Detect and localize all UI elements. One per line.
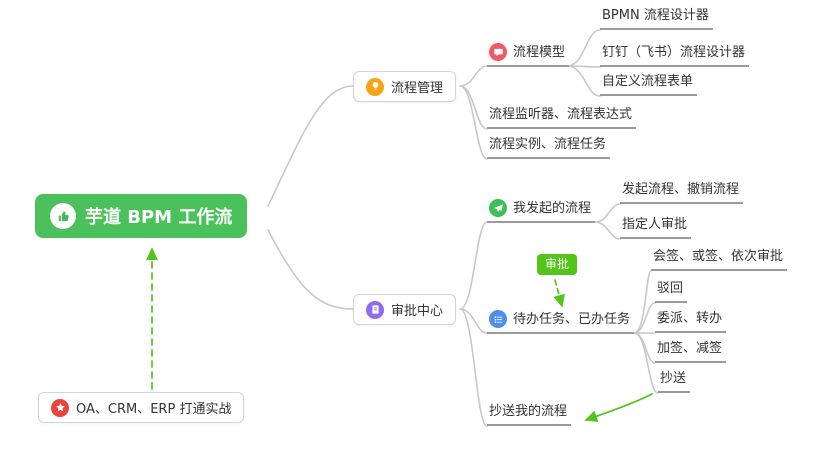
link-process-listener — [459, 85, 488, 130]
topic-add-reduce-sign[interactable]: 加签、减签 — [655, 340, 727, 363]
node-process-management[interactable]: 流程管理 — [353, 71, 457, 102]
topic-label: BPMN 流程设计器 — [602, 8, 709, 23]
root-node[interactable]: 芋道 BPM 工作流 — [35, 194, 248, 238]
node-label: OA、CRM、ERP 打通实战 — [76, 402, 232, 417]
topic-label: 流程模型 — [513, 44, 566, 60]
link-model-dingtalk — [566, 65, 601, 68]
topic-listener-expression[interactable]: 流程监听器、流程表达式 — [487, 106, 637, 129]
arrow-cc-to-ccmy — [584, 393, 653, 422]
link-model-bpmn — [566, 29, 601, 67]
link-process-instance — [459, 85, 488, 160]
root-label: 芋道 BPM 工作流 — [85, 207, 233, 228]
node-label: 审批中心 — [391, 304, 444, 319]
topic-label: 自定义流程表单 — [602, 74, 694, 89]
topic-countersign[interactable]: 会签、或签、依次审批 — [651, 248, 788, 271]
tag-label: 审批 — [545, 257, 570, 271]
link-approval-myinitiated — [459, 221, 488, 310]
topic-todo-done-tasks[interactable]: 待办任务、已办任务 — [487, 310, 635, 334]
topic-instance-task[interactable]: 流程实例、流程任务 — [487, 136, 611, 159]
link-root-process — [267, 85, 354, 207]
node-approval-center[interactable]: 审批中心 — [353, 294, 457, 325]
link-myinitiated-assignee — [594, 221, 621, 240]
topic-bpmn-designer[interactable]: BPMN 流程设计器 — [600, 7, 713, 30]
topic-my-initiated[interactable]: 我发起的流程 — [487, 199, 596, 223]
topic-cc-my-process[interactable]: 抄送我的流程 — [487, 403, 572, 426]
node-label: 流程管理 — [391, 81, 444, 96]
topic-reject[interactable]: 驳回 — [655, 280, 688, 303]
checklist-icon — [489, 310, 507, 328]
star-icon — [51, 398, 69, 417]
document-icon — [366, 300, 384, 319]
topic-label: 流程实例、流程任务 — [489, 137, 607, 152]
topic-label: 加签、减签 — [657, 341, 723, 356]
topic-label: 流程监听器、流程表达式 — [489, 107, 633, 122]
link-tasks-addsign — [633, 332, 656, 364]
topic-label: 钉钉（飞书）流程设计器 — [602, 45, 746, 60]
thumbs-up-icon — [50, 203, 76, 229]
link-process-model — [459, 65, 488, 87]
arrow-tag-to-tasks — [553, 279, 565, 308]
link-approval-ccmy — [459, 308, 488, 427]
topic-assignee-approval[interactable]: 指定人审批 — [620, 216, 692, 239]
link-tasks-reject — [633, 302, 656, 334]
link-root-approval — [267, 229, 354, 310]
paper-plane-icon — [489, 199, 507, 217]
topic-label: 抄送我的流程 — [489, 404, 568, 419]
topic-process-model[interactable]: 流程模型 — [487, 43, 570, 67]
link-approval-tasks — [459, 308, 488, 334]
link-tasks-countersign — [633, 270, 652, 334]
topic-cc[interactable]: 抄送 — [658, 370, 691, 393]
topic-label: 指定人审批 — [622, 217, 688, 232]
topic-label: 待办任务、已办任务 — [513, 311, 631, 327]
topic-label: 委派、转办 — [657, 311, 723, 326]
chat-bubble-icon — [489, 43, 507, 61]
topic-delegate-transfer[interactable]: 委派、转办 — [655, 310, 727, 333]
link-myinitiated-initiatecancel — [594, 203, 621, 223]
node-oa-crm-erp-practice[interactable]: OA、CRM、ERP 打通实战 — [38, 392, 245, 423]
topic-label: 驳回 — [657, 281, 684, 296]
topic-label: 我发起的流程 — [513, 200, 592, 216]
approval-tag[interactable]: 审批 — [537, 254, 578, 275]
link-model-customform — [566, 65, 601, 97]
topic-initiate-cancel[interactable]: 发起流程、撤销流程 — [620, 181, 744, 204]
topic-label: 会签、或签、依次审批 — [653, 249, 784, 264]
topic-dingtalk-designer[interactable]: 钉钉（飞书）流程设计器 — [600, 44, 750, 67]
topic-label: 抄送 — [660, 371, 687, 386]
topic-custom-form[interactable]: 自定义流程表单 — [600, 73, 698, 96]
lightbulb-icon — [366, 77, 384, 96]
topic-label: 发起流程、撤销流程 — [622, 182, 740, 197]
